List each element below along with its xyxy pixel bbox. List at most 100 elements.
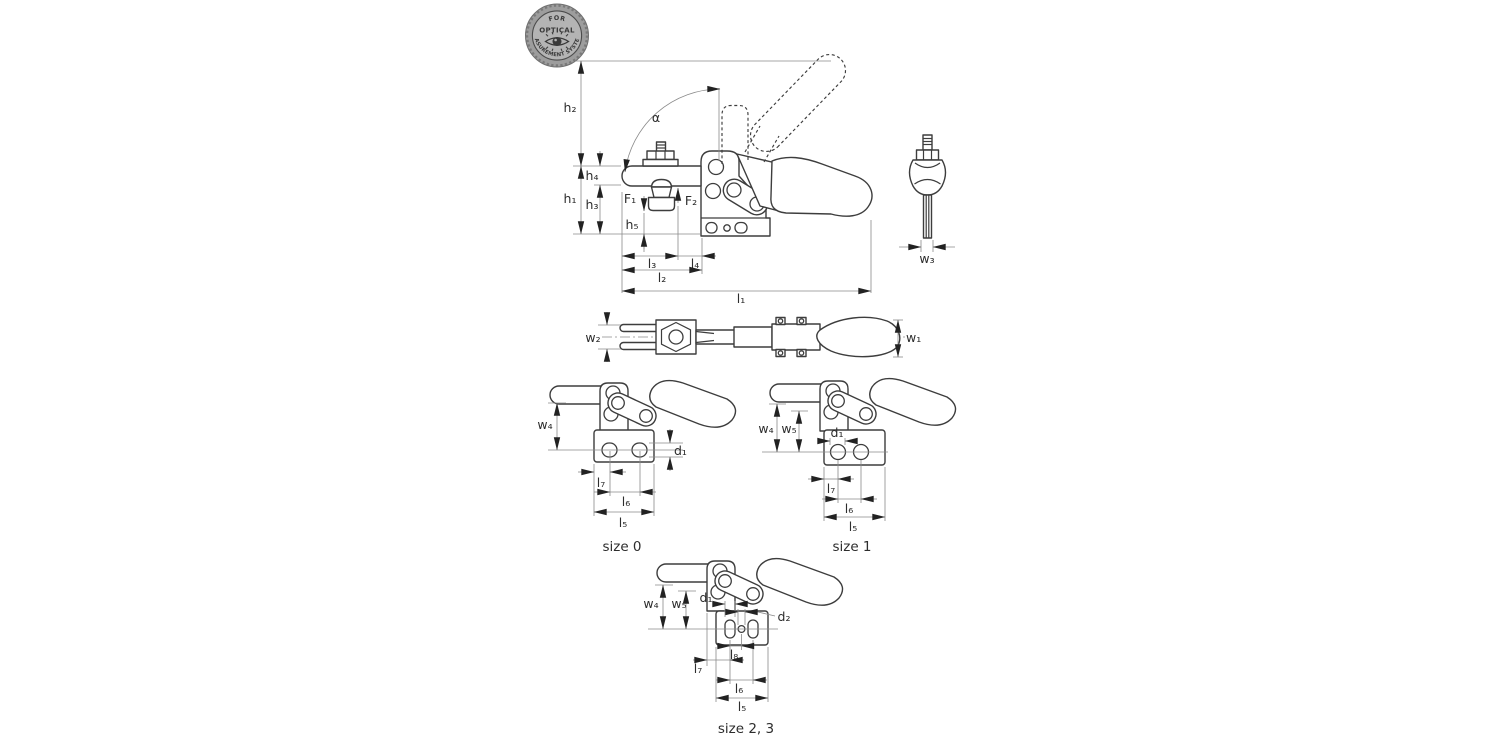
label-h3: h₃ bbox=[586, 197, 599, 212]
label-d1: d₁ bbox=[700, 590, 713, 605]
size0-view: w₄ d₁ l₇ l₆ bbox=[537, 379, 737, 555]
angle-arc bbox=[623, 85, 721, 173]
label-f1: F₁ bbox=[624, 191, 636, 206]
label-h2: h₂ bbox=[564, 100, 577, 115]
svg-text:FOR: FOR bbox=[548, 15, 566, 23]
size23-view: w₄ w₅ d₁ d₂ bbox=[643, 557, 844, 737]
dimension-h2: h₂ bbox=[564, 60, 585, 167]
dimension-w3: w₃ bbox=[899, 240, 955, 266]
top-view: w₂ w₁ bbox=[585, 312, 921, 362]
link-plate bbox=[771, 323, 821, 351]
label-l7: l₇ bbox=[694, 661, 702, 676]
dimension-w1: w₁ bbox=[893, 319, 921, 358]
label-l8: l₈ bbox=[730, 647, 738, 662]
link-hole bbox=[726, 182, 742, 198]
label-h5: h₅ bbox=[626, 217, 639, 232]
dimension-d1: d₁ bbox=[700, 590, 748, 617]
dimension-l7: l₇ bbox=[578, 468, 626, 490]
label-w5: w₅ bbox=[781, 421, 796, 436]
label-h4: h₄ bbox=[586, 168, 599, 183]
dimension-w4: w₄ bbox=[643, 584, 667, 630]
badge-text-line1: FOR bbox=[548, 15, 566, 23]
force-f1: F₁ bbox=[624, 191, 648, 212]
dimension-l7: l₇ bbox=[693, 656, 744, 676]
label-l6: l₆ bbox=[622, 494, 630, 509]
size23-caption: size 2, 3 bbox=[718, 721, 774, 737]
label-w4: w₄ bbox=[758, 421, 773, 436]
dimension-l3: l₃ bbox=[621, 252, 679, 271]
dimension-h3: h₃ bbox=[586, 184, 604, 235]
size0-dimensions: w₄ d₁ l₇ l₆ bbox=[537, 402, 687, 530]
side-view-dimensions: h₂ h₁ h₄ h₃ F₁ F₂ bbox=[564, 60, 872, 306]
clamp-spindle bbox=[642, 141, 679, 167]
label-l5: l₅ bbox=[738, 699, 746, 714]
pivot-bolts bbox=[775, 316, 807, 358]
label-l5: l₅ bbox=[849, 519, 857, 534]
size0-caption: size 0 bbox=[602, 539, 641, 555]
size1-caption: size 1 bbox=[832, 539, 871, 555]
dimension-h4: h₄ bbox=[586, 151, 604, 183]
force-f2: F₂ bbox=[674, 187, 697, 208]
dimension-h1: h₁ bbox=[564, 165, 585, 235]
link-plate bbox=[733, 326, 773, 348]
label-d2: d₂ bbox=[778, 609, 791, 624]
hex-nut bbox=[660, 321, 692, 353]
label-l1: l₁ bbox=[737, 291, 745, 306]
clamping-foot bbox=[647, 178, 676, 212]
handle-grip-closed bbox=[770, 156, 873, 217]
dimension-l6: l₆ bbox=[822, 495, 877, 516]
base-slot bbox=[705, 221, 718, 234]
label-l4: l₄ bbox=[691, 256, 699, 271]
dimension-l6: l₆ bbox=[594, 488, 656, 509]
label-f2: F₂ bbox=[685, 193, 697, 208]
label-w3: w₃ bbox=[919, 251, 934, 266]
nut-block bbox=[655, 319, 697, 355]
svg-text:MEASUREMENT SYSTEMS: MEASUREMENT SYSTEMS bbox=[0, 0, 581, 58]
dimension-d2: d₂ bbox=[725, 608, 791, 625]
handle-open-dashed bbox=[721, 53, 846, 164]
label-l7: l₇ bbox=[597, 475, 605, 490]
label-d1: d₁ bbox=[831, 425, 844, 440]
dimension-d1: d₁ bbox=[649, 429, 687, 471]
side-view: α h₂ h₁ h₄ h₃ bbox=[564, 53, 873, 306]
base-slot bbox=[734, 221, 748, 234]
label-l6: l₆ bbox=[735, 681, 743, 696]
dimension-l2: l₂ bbox=[621, 266, 703, 285]
dimension-l4: l₄ bbox=[678, 252, 716, 271]
badge-arc-text: MEASUREMENT SYSTEMS bbox=[0, 0, 581, 58]
size1-view: w₄ w₅ d₁ l₇ bbox=[758, 377, 957, 555]
label-l2: l₂ bbox=[658, 270, 666, 285]
label-h1: h₁ bbox=[564, 191, 577, 206]
dimension-l5: l₅ bbox=[715, 694, 769, 714]
dimension-w4: w₄ bbox=[758, 403, 781, 453]
dimension-w5: w₅ bbox=[671, 590, 690, 630]
label-w1: w₁ bbox=[906, 330, 921, 345]
dimension-l7: l₇ bbox=[808, 475, 854, 496]
label-l3: l₃ bbox=[648, 256, 656, 271]
label-d1: d₁ bbox=[674, 443, 687, 458]
badge-text-line2: OPTICAL bbox=[539, 27, 575, 35]
optical-measurement-badge: FOR OPTICAL MEASUREMENT SYSTEMS bbox=[0, 0, 589, 68]
label-l5: l₅ bbox=[619, 515, 627, 530]
front-view-w3: w₃ bbox=[899, 134, 955, 266]
label-l7: l₇ bbox=[827, 481, 835, 496]
dimension-w5: w₅ bbox=[781, 410, 803, 453]
dimension-w4: w₄ bbox=[537, 402, 561, 451]
eye-icon bbox=[544, 31, 570, 52]
bracket-pivot-hole bbox=[704, 182, 722, 200]
dimension-l5: l₅ bbox=[593, 508, 655, 530]
dimension-l6: l₆ bbox=[716, 676, 767, 696]
dimension-l8: l₈ bbox=[717, 642, 755, 662]
dimension-l1: l₁ bbox=[621, 287, 872, 306]
label-l6: l₆ bbox=[845, 501, 853, 516]
base-hole bbox=[723, 224, 731, 232]
dimension-l5: l₅ bbox=[823, 513, 886, 534]
bracket-pivot-hole bbox=[707, 158, 725, 176]
label-w5: w₅ bbox=[671, 596, 686, 611]
dimension-h5: h₅ bbox=[626, 213, 648, 252]
label-alpha: α bbox=[652, 110, 660, 125]
dimension-w2: w₂ bbox=[585, 312, 621, 362]
label-w4: w₄ bbox=[643, 596, 658, 611]
